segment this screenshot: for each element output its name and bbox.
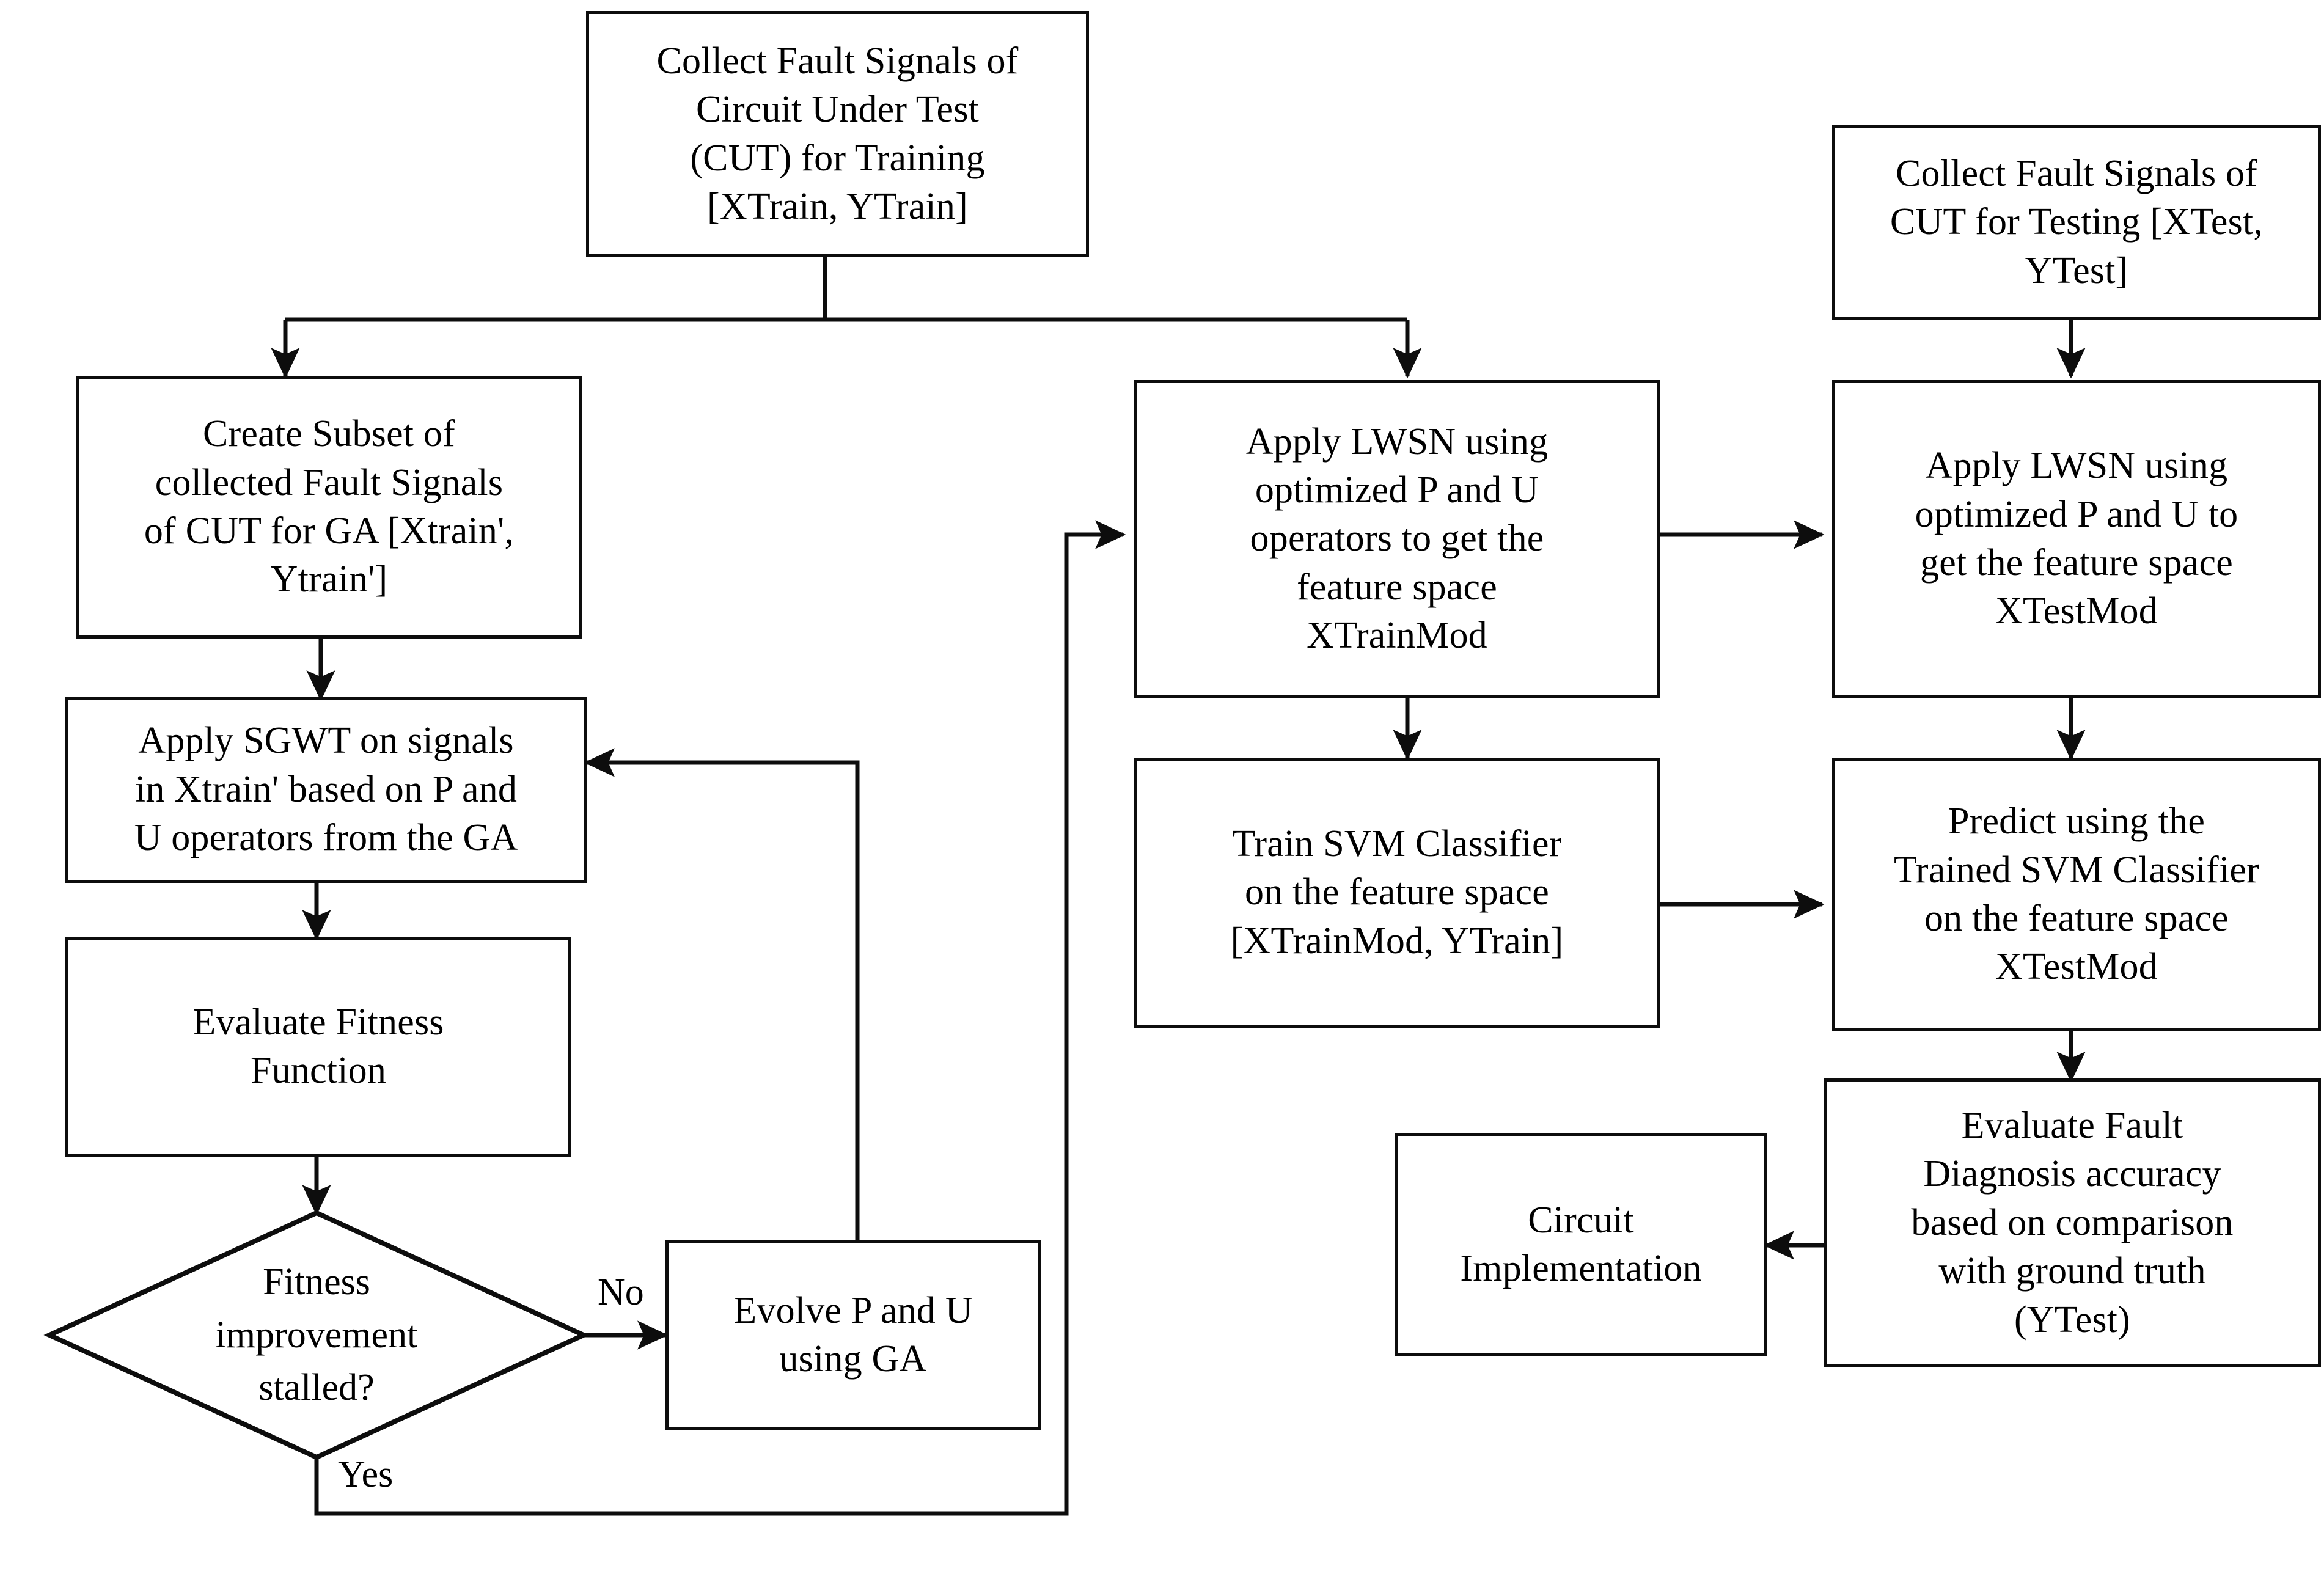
node-evaluate-fitness-text: Evaluate Fitness Function	[192, 1001, 444, 1091]
node-evaluate-accuracy[interactable]: Evaluate Fault Diagnosis accuracy based …	[1824, 1078, 2321, 1367]
node-evaluate-fitness[interactable]: Evaluate Fitness Function	[65, 937, 571, 1157]
node-circuit-implementation-text: Circuit Implementation	[1460, 1199, 1702, 1289]
node-create-subset[interactable]: Create Subset of collected Fault Signals…	[76, 376, 582, 639]
node-predict-svm[interactable]: Predict using the Trained SVM Classifier…	[1832, 758, 2321, 1031]
node-fitness-decision-text: Fitness improvement stalled?	[215, 1261, 418, 1409]
node-evaluate-accuracy-text: Evaluate Fault Diagnosis accuracy based …	[1911, 1105, 2234, 1341]
node-apply-lwsn-test-text: Apply LWSN using optimized P and U to ge…	[1915, 445, 2238, 632]
node-apply-lwsn-train[interactable]: Apply LWSN using optimized P and U opera…	[1134, 380, 1660, 698]
edge-evolve-to-sgwt-feedback	[584, 748, 860, 1242]
node-fitness-decision[interactable]: Fitness improvement stalled?	[49, 1213, 584, 1457]
edge-yes-to-lwsn-train	[314, 520, 1126, 1516]
node-evolve-pu-text: Evolve P and U using GA	[733, 1289, 973, 1380]
node-collect-test-text: Collect Fault Signals of CUT for Testing…	[1890, 152, 2264, 291]
node-collect-train-text: Collect Fault Signals of Circuit Under T…	[656, 40, 1019, 227]
node-apply-sgwt-text: Apply SGWT on signals in Xtrain' based o…	[134, 720, 518, 859]
node-collect-test[interactable]: Collect Fault Signals of CUT for Testing…	[1832, 125, 2321, 320]
node-apply-lwsn-train-text: Apply LWSN using optimized P and U opera…	[1245, 420, 1549, 657]
node-collect-train[interactable]: Collect Fault Signals of Circuit Under T…	[586, 11, 1089, 257]
edge-label-no: No	[598, 1272, 644, 1313]
edge-label-yes: Yes	[338, 1454, 394, 1495]
node-apply-sgwt[interactable]: Apply SGWT on signals in Xtrain' based o…	[65, 697, 587, 883]
node-train-svm-text: Train SVM Classifier on the feature spac…	[1230, 822, 1564, 962]
node-create-subset-text: Create Subset of collected Fault Signals…	[144, 413, 515, 601]
node-evolve-pu[interactable]: Evolve P and U using GA	[665, 1240, 1041, 1430]
node-circuit-implementation[interactable]: Circuit Implementation	[1395, 1133, 1767, 1356]
node-train-svm[interactable]: Train SVM Classifier on the feature spac…	[1134, 758, 1660, 1028]
decision-diamond-shape	[43, 1210, 590, 1460]
node-apply-lwsn-test[interactable]: Apply LWSN using optimized P and U to ge…	[1832, 380, 2321, 698]
node-predict-svm-text: Predict using the Trained SVM Classifier…	[1893, 800, 2259, 988]
